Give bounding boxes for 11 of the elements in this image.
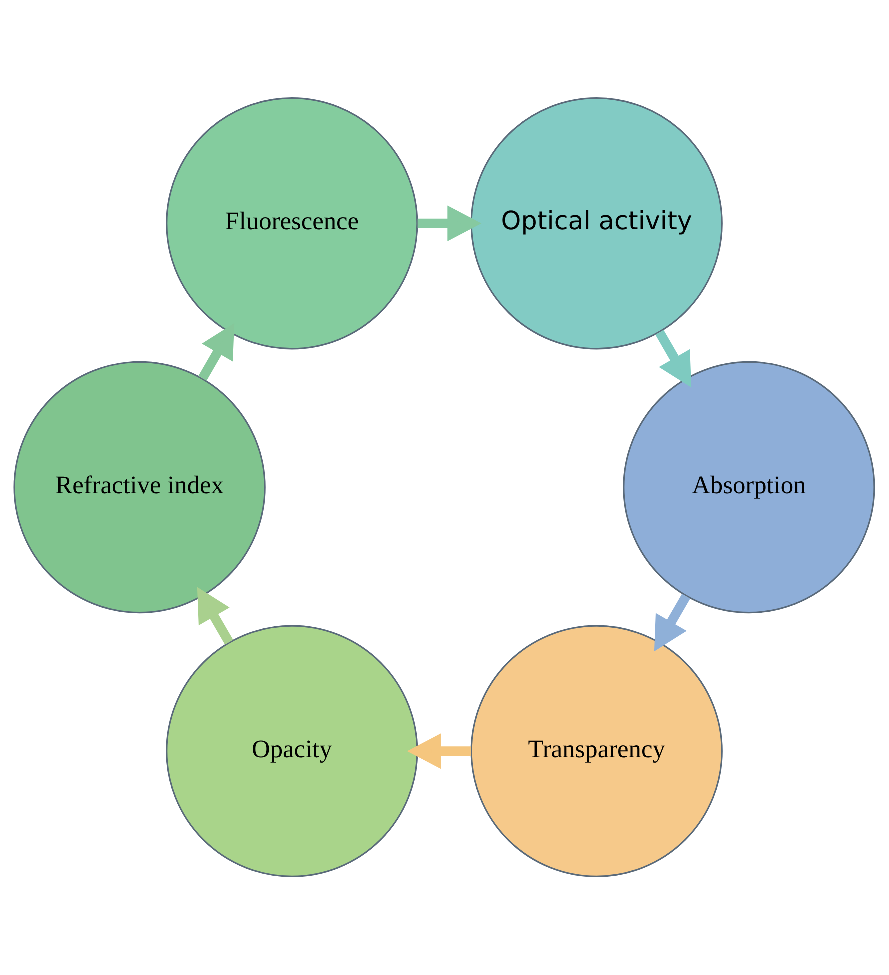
arrow	[654, 594, 690, 652]
node-circle: Optical activity	[470, 98, 723, 350]
arrow	[197, 587, 234, 645]
arrow	[656, 330, 692, 388]
node-circle: Absorption	[623, 361, 876, 614]
node-circle: Transparency	[470, 625, 723, 878]
node-circle: Fluorescence	[166, 98, 418, 350]
node-circle: Opacity	[166, 625, 418, 878]
arrow	[418, 206, 482, 242]
arrow	[407, 734, 472, 770]
node-circle: Refractive index	[14, 361, 266, 614]
